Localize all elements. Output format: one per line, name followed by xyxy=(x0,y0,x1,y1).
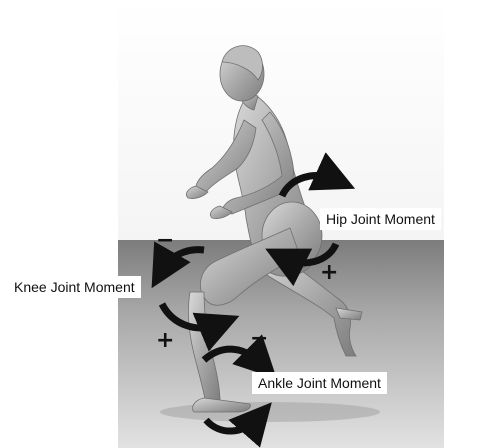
hip-joint-moment-label: Hip Joint Moment xyxy=(320,208,441,230)
hip-positive-sign: + xyxy=(320,262,338,284)
knee-negative-sign: − xyxy=(156,230,174,252)
knee-positive-sign: + xyxy=(156,330,174,352)
ankle-positive-sign: + xyxy=(246,424,264,446)
ankle-joint-moment-label: Ankle Joint Moment xyxy=(252,372,387,394)
knee-joint-moment-label: Knee Joint Moment xyxy=(8,276,141,298)
ankle-negative-sign: − xyxy=(250,328,268,350)
hip-negative-sign: − xyxy=(320,166,338,188)
